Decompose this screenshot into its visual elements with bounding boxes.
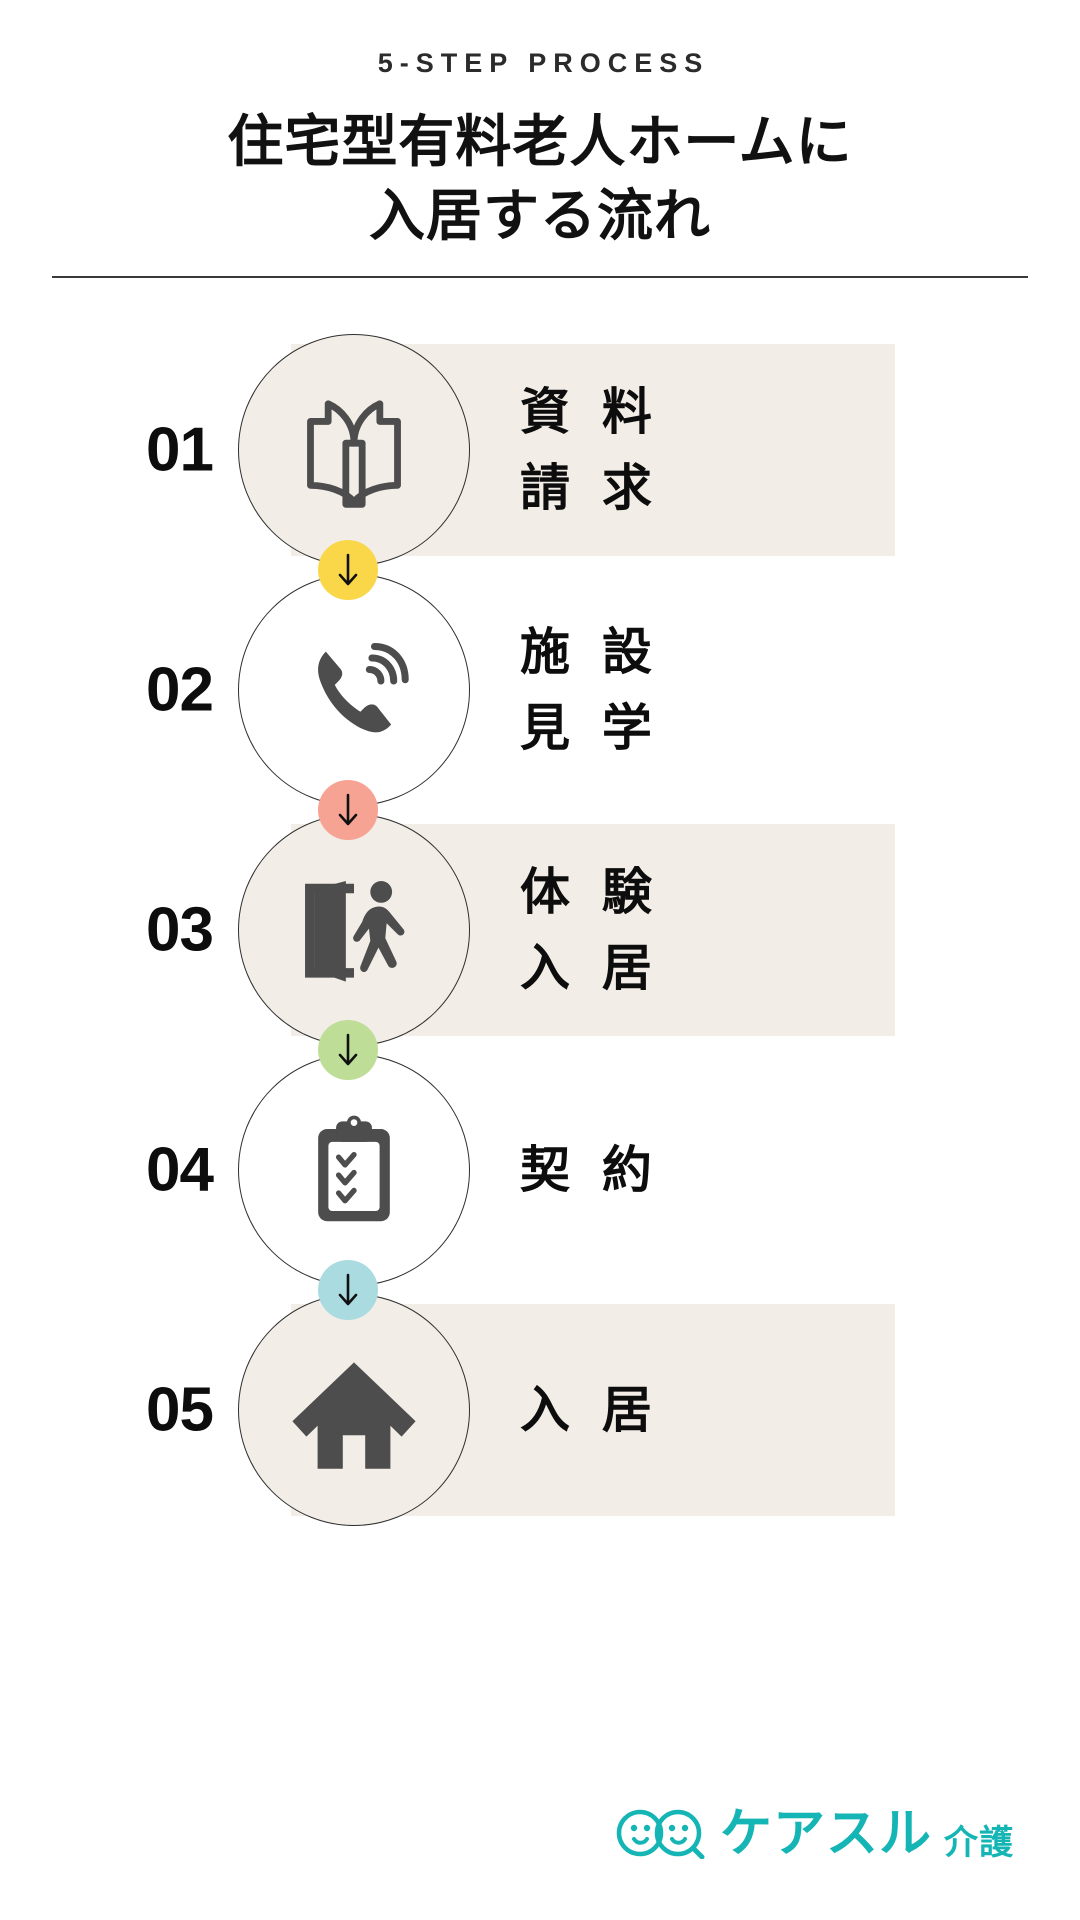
- step-number: 03: [146, 895, 214, 965]
- step-icon-circle: [238, 814, 470, 1046]
- arrow-down-icon: [335, 1032, 361, 1068]
- smiley-faces-icon: [612, 1803, 708, 1864]
- step-item-04: 04: [0, 1050, 1080, 1320]
- step-item-03: 03 体 験 入 居: [0, 810, 1080, 1080]
- page-title-line-1: 住宅型有料老人ホームに: [227, 110, 853, 173]
- step-arrow-badge: [318, 540, 378, 600]
- brand-logo[interactable]: ケアスル 介護: [612, 1803, 1014, 1864]
- step-icon-circle: [238, 1054, 470, 1286]
- step-label-line-1: 体 験: [520, 864, 661, 920]
- arrow-down-icon: [335, 552, 361, 588]
- step-icon-circle: [238, 574, 470, 806]
- header-divider: [52, 276, 1028, 278]
- step-arrow-badge: [318, 1260, 378, 1320]
- step-label: 資 料 請 求: [520, 374, 661, 526]
- step-label-line-1: 施 設: [520, 624, 661, 680]
- step-item-05: 05 入 居: [0, 1290, 1080, 1530]
- step-number: 01: [146, 415, 214, 485]
- phone-call-icon: [290, 626, 418, 754]
- step-label-line-2: 請 求: [520, 460, 661, 516]
- step-label: 施 設 見 学: [520, 614, 661, 766]
- step-number: 05: [146, 1375, 214, 1445]
- page-title: 住宅型有料老人ホームに 入居する流れ: [0, 105, 1080, 253]
- page-title-line-2: 入居する流れ: [369, 183, 711, 247]
- step-number: 02: [146, 655, 214, 725]
- brand-suffix: 介護: [944, 1824, 1014, 1862]
- arrow-down-icon: [335, 1272, 361, 1308]
- step-label-line-2: 入 居: [520, 940, 661, 996]
- door-walk-in-icon: [286, 862, 422, 998]
- open-book-icon: [286, 382, 422, 518]
- page-header: 5-STEP PROCESS 住宅型有料老人ホームに 入居する流れ: [0, 0, 1080, 253]
- step-label-line-1: 契 約: [520, 1142, 661, 1198]
- step-label: 入 居: [520, 1372, 661, 1448]
- step-label: 体 験 入 居: [520, 854, 661, 1006]
- step-icon-circle: [238, 334, 470, 566]
- step-item-01: 01 資 料 請 求: [0, 330, 1080, 600]
- step-label-line-1: 入 居: [520, 1382, 661, 1438]
- step-label-line-2: 見 学: [520, 700, 661, 756]
- house-icon: [284, 1340, 424, 1480]
- eyebrow-text: 5-STEP PROCESS: [377, 48, 710, 78]
- brand-name: ケアスル: [719, 1804, 932, 1863]
- step-item-02: 02 施 設 見 学: [0, 570, 1080, 840]
- step-label-line-1: 資 料: [520, 384, 661, 440]
- step-number: 04: [146, 1135, 214, 1205]
- step-icon-circle: [238, 1294, 470, 1526]
- arrow-down-icon: [335, 792, 361, 828]
- step-arrow-badge: [318, 780, 378, 840]
- step-arrow-badge: [318, 1020, 378, 1080]
- step-label: 契 約: [520, 1132, 661, 1208]
- steps-list: 01 資 料 請 求: [0, 330, 1080, 1530]
- clipboard-checklist-icon: [290, 1106, 418, 1234]
